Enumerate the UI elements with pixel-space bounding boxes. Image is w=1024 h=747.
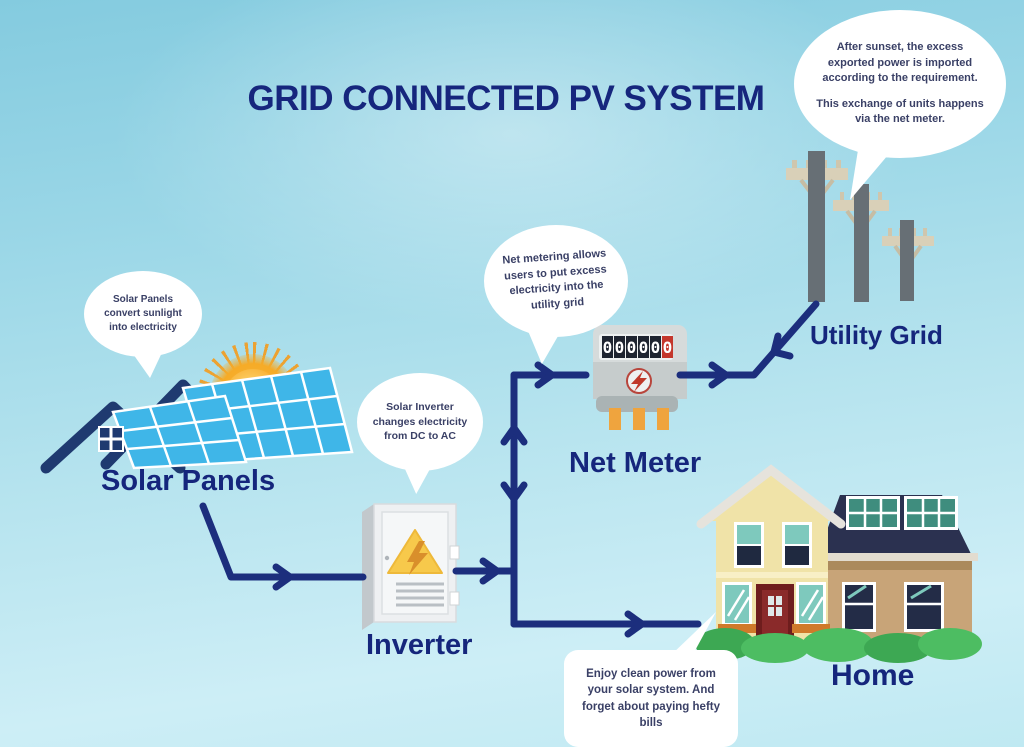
arrowhead-right-icon [479, 557, 501, 585]
arrowhead-right-icon [624, 610, 646, 638]
arrowhead-right-icon [272, 563, 294, 591]
speech-bubble-grid-exchange: After sunset, the excess exported power … [794, 10, 1006, 158]
arrowhead-downleft-icon [770, 332, 794, 360]
window-icon [734, 522, 812, 568]
speech-bubble-inverter: Solar Inverter changes electricity from … [357, 373, 483, 471]
bubble-text: After sunset, the excess exported power … [822, 40, 978, 85]
solar-panels-icon [40, 366, 354, 474]
utility-grid-label: Utility Grid [810, 320, 943, 350]
rooftop-solar-panel-icon [846, 496, 958, 530]
window-icon [718, 582, 830, 633]
speech-bubble-net-metering: Net metering allows users to put excess … [484, 225, 628, 337]
bubble-text: Enjoy clean power from your solar system… [582, 667, 720, 729]
inverter-label: Inverter [366, 629, 473, 661]
home-label: Home [831, 659, 915, 692]
flow-arrows [199, 300, 820, 638]
bubble-text: Solar Inverter changes electricity from … [372, 400, 468, 443]
bushes-icon [695, 628, 982, 663]
home-icon [695, 464, 982, 663]
window-icon [842, 582, 944, 632]
net-meter-icon: 0 0 0 0 0 0 [593, 325, 687, 430]
lightning-bolt-icon [407, 541, 428, 575]
meter-digit: 0 [651, 338, 661, 357]
utility-grid-icon [786, 151, 934, 302]
bubble-text: Net metering allows users to put excess … [502, 247, 608, 312]
meter-digit: 0 [639, 338, 649, 357]
meter-digit: 0 [603, 338, 613, 357]
speech-bubble-solar-panels: Solar Panels convert sunlight into elect… [84, 271, 202, 357]
arrowhead-up-icon [500, 424, 528, 446]
page-title: GRID CONNECTED PV SYSTEM [247, 79, 765, 118]
net-meter-label: Net Meter [569, 447, 702, 479]
inverter-icon [362, 503, 460, 630]
arrowhead-right-icon [534, 361, 556, 389]
meter-digit: 0 [627, 338, 637, 357]
speech-bubble-home: Enjoy clean power from your solar system… [564, 650, 738, 747]
bubble-text: This exchange of units happens via the n… [816, 97, 984, 126]
gable-window-icon [98, 426, 124, 452]
arrowhead-right-icon [708, 361, 730, 389]
meter-digit: 0 [663, 338, 673, 357]
lightning-bolt-icon [631, 371, 647, 392]
arrowhead-down-icon [500, 481, 528, 503]
meter-digit: 0 [615, 338, 625, 357]
bubble-text: Solar Panels convert sunlight into elect… [104, 293, 182, 334]
solar-panels-label: Solar Panels [101, 465, 276, 497]
